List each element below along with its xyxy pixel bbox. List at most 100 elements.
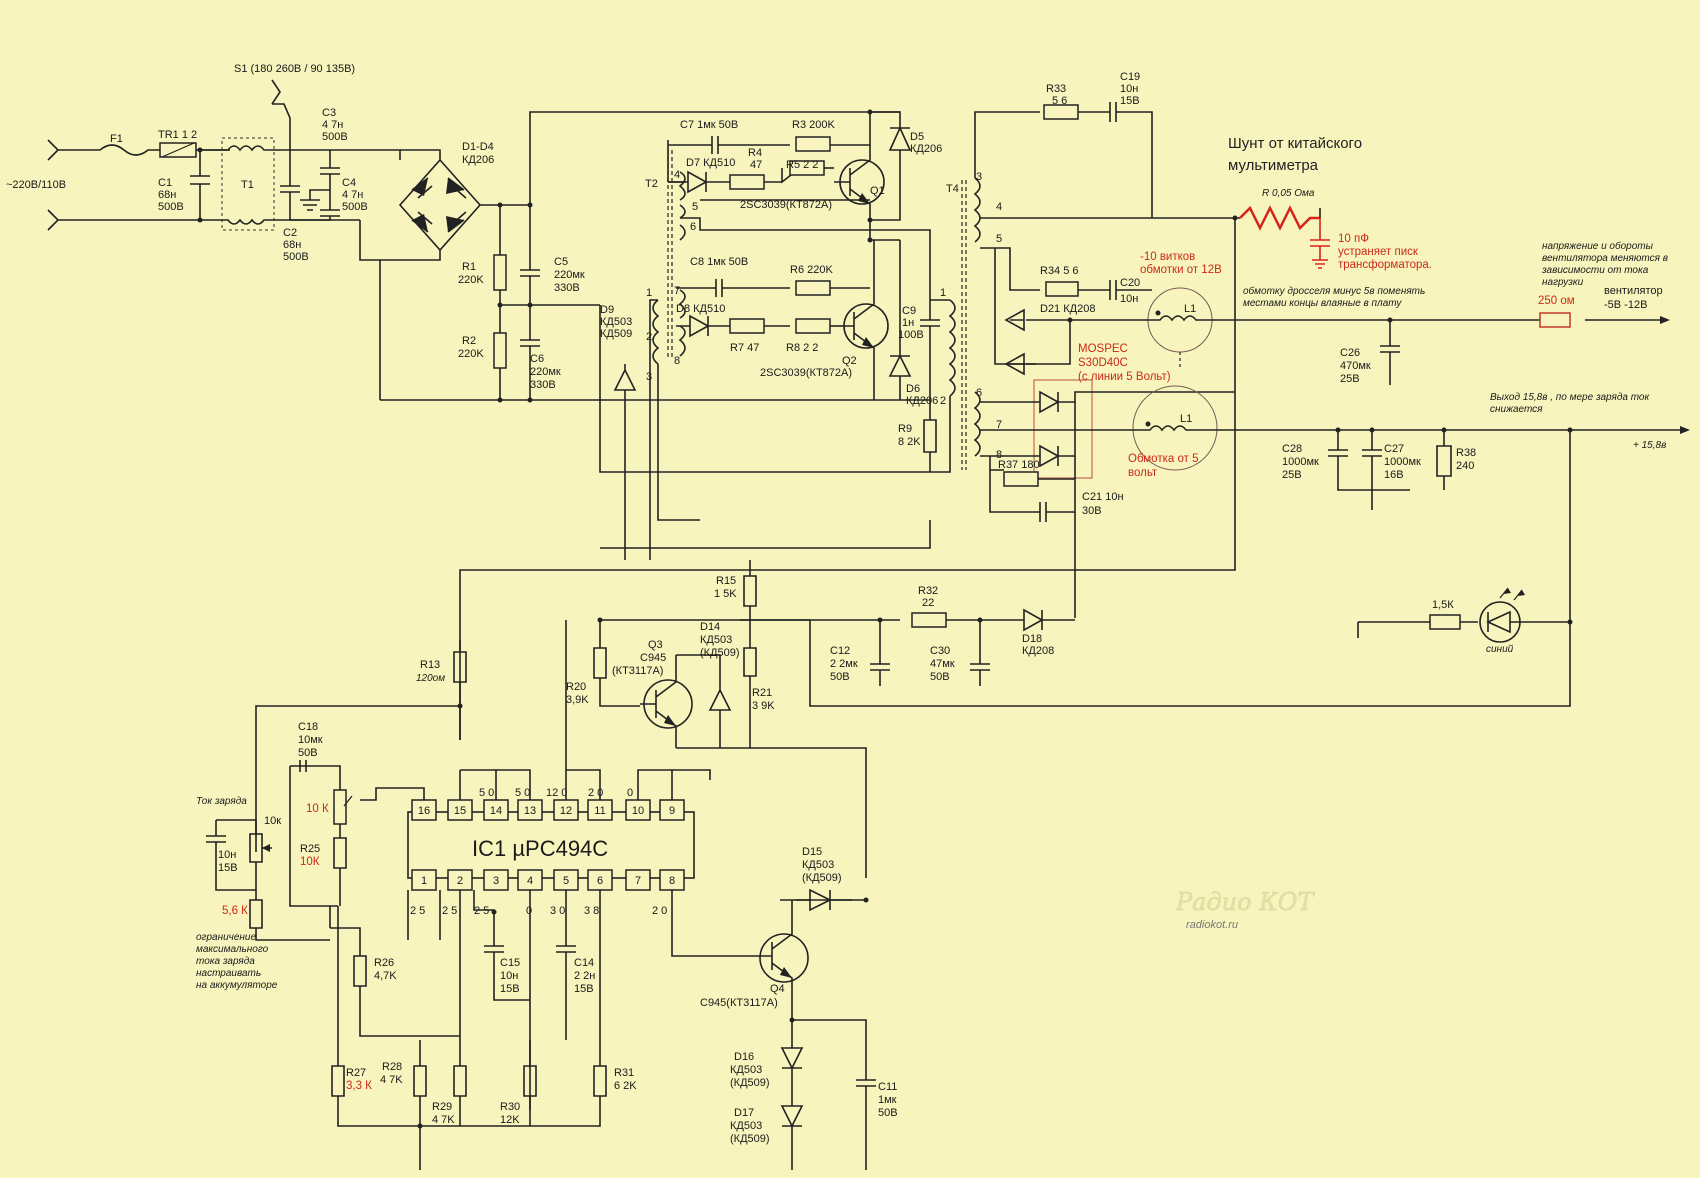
watermark-logo: Радио КОТ	[1175, 888, 1315, 916]
d16-type: КД503	[730, 1064, 762, 1076]
radiokot-watermark: Радио КОТ radiokot.ru	[1175, 888, 1316, 931]
d9-alt: КД509	[600, 328, 632, 340]
r56k-label: 5,6 К	[222, 905, 248, 917]
d5-label: D5	[910, 131, 924, 143]
ic1-bottom-pin-number: 3	[493, 875, 499, 887]
c12-value: 2 2мк	[830, 658, 858, 670]
r8-label: R8 2 2	[786, 342, 818, 354]
ic-pin2-voltage: 2 5	[442, 905, 457, 917]
d15-type: КД503	[802, 859, 834, 871]
c6-voltage: 330В	[530, 379, 556, 391]
q1-type: 2SC3039(КТ872А)	[740, 199, 832, 211]
c18-value: 10мк	[298, 734, 323, 746]
ic1-bottom-pin-1	[411, 869, 437, 891]
ic1-top-pin-number: 15	[454, 805, 466, 817]
d15-alt: (КД509)	[802, 872, 842, 884]
t2-pin-3: 3	[646, 371, 652, 383]
c14-voltage: 15В	[574, 983, 594, 995]
r13-label: R13	[420, 659, 440, 671]
t2-pin-1: 1	[646, 287, 652, 299]
ic-pin4-voltage: 0	[526, 905, 532, 917]
mospec-box	[1033, 379, 1093, 479]
c19-value: 10н	[1120, 83, 1138, 95]
r1-value: 220K	[458, 274, 484, 286]
t4-pin-8: 8	[996, 449, 1002, 461]
c11-voltage: 50В	[878, 1107, 898, 1119]
r15-label: R15	[716, 575, 736, 587]
ic-pin10-voltage: 0	[627, 787, 633, 799]
c2-label: C2	[283, 227, 297, 239]
cap10p-label: 10 пФ	[1338, 233, 1369, 245]
c27-voltage: 16В	[1384, 469, 1404, 481]
ic1-body[interactable]	[407, 811, 695, 879]
output-voltage: + 15,8в	[1633, 440, 1666, 451]
d9-label: D9	[600, 304, 614, 316]
bridge-label: D1-D4	[462, 141, 494, 153]
c14-value: 2 2н	[574, 970, 595, 982]
bridge-type: КД206	[462, 154, 494, 166]
r15-value: 1 5K	[714, 588, 737, 600]
c5-voltage: 330В	[554, 282, 580, 294]
ic-pin15-voltage: 5 0	[479, 787, 494, 799]
c6-value: 220мк	[530, 366, 561, 378]
ic1-bottom-pin-3	[483, 869, 509, 891]
c21-label: C21 10н	[1082, 491, 1124, 503]
r2-value: 220K	[458, 348, 484, 360]
c20-value: 10н	[1120, 293, 1138, 305]
led-resistor-label: 1,5К	[1432, 599, 1454, 611]
c5-label: C5	[554, 256, 568, 268]
c26-label: C26	[1340, 347, 1360, 359]
q3-label: Q3	[648, 639, 663, 651]
c4-voltage: 500В	[342, 201, 368, 213]
ic1-bottom-pin-number: 8	[669, 875, 675, 887]
d16-alt: (КД509)	[730, 1077, 770, 1089]
r26-value: 4,7K	[374, 970, 397, 982]
d7-label: D7 КД510	[686, 157, 735, 169]
mospec-note: (с линии 5 Вольт)	[1078, 371, 1171, 383]
c9-label: C9	[902, 305, 916, 317]
ic1-bottom-pin-number: 6	[597, 875, 603, 887]
r21-label: R21	[752, 687, 772, 699]
c2-voltage: 500В	[283, 251, 309, 263]
aux-supply: R15 1 5K R32 22 D18 КД208 C12 2 2мк 50В …	[597, 560, 1075, 686]
q1-label: Q1	[870, 185, 885, 197]
r7-label: R7 47	[730, 342, 759, 354]
r31-value: 6 2K	[614, 1080, 637, 1092]
t4-pin-3: 3	[976, 171, 982, 183]
ic-pin12-voltage: 12 0	[546, 787, 567, 799]
fan-label: вентилятор	[1604, 285, 1663, 297]
c9-value: 1н	[902, 317, 914, 329]
c27-label: C27	[1384, 443, 1404, 455]
cap10p-note-1: устраняет писк	[1338, 246, 1419, 258]
t2-pin-6: 6	[690, 221, 696, 233]
shunt-note-1: Шунт от китайского	[1228, 135, 1362, 152]
limit-note-2: максимального	[196, 944, 269, 955]
c3-value: 4 7н	[322, 119, 343, 131]
t4-label: T4	[946, 183, 959, 195]
t4-pin-5: 5	[996, 233, 1002, 245]
r29-label: R29	[432, 1101, 452, 1113]
r4-value: 47	[750, 159, 762, 171]
r25-label: R25	[300, 843, 320, 855]
choke-note-2: местами концы влаяные в плату	[1243, 298, 1402, 309]
t4-pin-2: 2	[940, 395, 946, 407]
ic1-top-pin-number: 11	[594, 805, 605, 817]
c1-label: C1	[158, 177, 172, 189]
c30-label: C30	[930, 645, 950, 657]
winding5-note-1: Обмотка от 5	[1128, 453, 1198, 465]
r27-value: 3,3 К	[346, 1080, 372, 1092]
pot-cap-value: 10н	[218, 849, 236, 861]
c28-label: C28	[1282, 443, 1302, 455]
ic-pin3-voltage: 2 5	[474, 905, 489, 917]
ic1-bottom-pin-7	[625, 869, 651, 891]
r250-label: 250 ом	[1538, 295, 1575, 307]
ic-pin13-voltage: 5 0	[515, 787, 530, 799]
c2-value: 68н	[283, 239, 301, 251]
pot-label: 10к	[264, 815, 281, 827]
c14-label: C14	[574, 957, 594, 969]
t2-pin-2: 2	[646, 331, 652, 343]
snubber-cap	[1310, 218, 1330, 269]
